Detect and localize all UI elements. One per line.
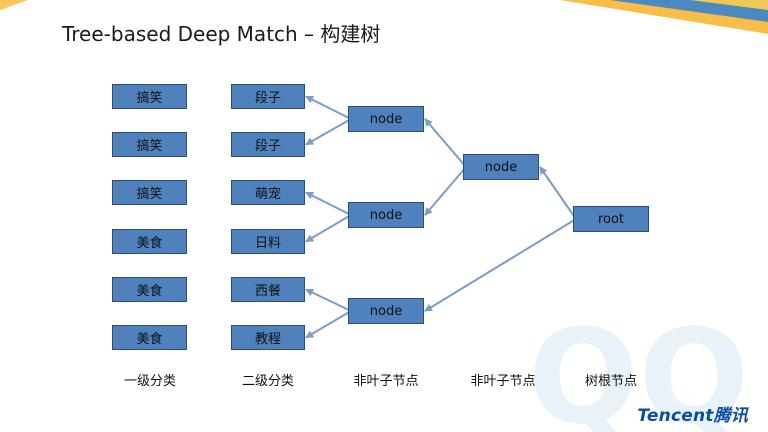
root-node: root (573, 206, 649, 232)
edge-level2-box-6-to-nonleaf1-node-3 (305, 310, 352, 339)
level2-box-2: 段子 (231, 132, 305, 157)
nonleaf1-node-2: node (348, 202, 424, 228)
column-label-nonleaf2: 非叶子节点 (470, 374, 536, 389)
level2-box-5: 西餐 (231, 277, 305, 302)
level2-box-1: 段子 (231, 84, 305, 109)
level1-box-2: 搞笑 (112, 132, 187, 157)
tencent-logo: Tencent腾讯 (637, 406, 748, 426)
edge-level2-box-5-to-nonleaf1-node-3 (305, 288, 352, 312)
level1-box-6: 美食 (112, 325, 187, 350)
column-label-root: 树根节点 (584, 374, 637, 389)
level1-box-4: 美食 (112, 229, 187, 254)
column-label-level2: 二级分类 (241, 374, 294, 389)
level2-box-3: 萌宠 (231, 180, 305, 205)
edge-level2-box-3-to-nonleaf1-node-2 (305, 191, 352, 216)
slide-title: Tree-based Deep Match – 构建树 (62, 22, 381, 46)
edge-level2-box-4-to-nonleaf1-node-2 (305, 214, 352, 243)
edge-nonleaf2-node-1-to-root-node (539, 166, 577, 220)
edge-level2-box-2-to-nonleaf1-node-1 (305, 118, 352, 146)
level1-box-5: 美食 (112, 277, 187, 302)
edge-nonleaf1-node-2-to-nonleaf2-node-1 (424, 166, 467, 216)
level1-box-1: 搞笑 (112, 84, 187, 109)
level1-box-3: 搞笑 (112, 180, 187, 205)
edge-nonleaf1-node-1-to-nonleaf2-node-1 (424, 118, 467, 168)
nonleaf1-node-1: node (348, 106, 424, 132)
column-label-level1: 一级分类 (123, 374, 176, 389)
level2-box-6: 教程 (231, 325, 305, 350)
edge-level2-box-1-to-nonleaf1-node-1 (305, 95, 352, 120)
nonleaf2-node-1: node (463, 154, 539, 180)
nonleaf1-node-3: node (348, 298, 424, 324)
column-label-nonleaf1: 非叶子节点 (353, 374, 419, 389)
level2-box-4: 日料 (231, 229, 305, 254)
edge-nonleaf1-node-3-to-root-node (424, 218, 577, 312)
